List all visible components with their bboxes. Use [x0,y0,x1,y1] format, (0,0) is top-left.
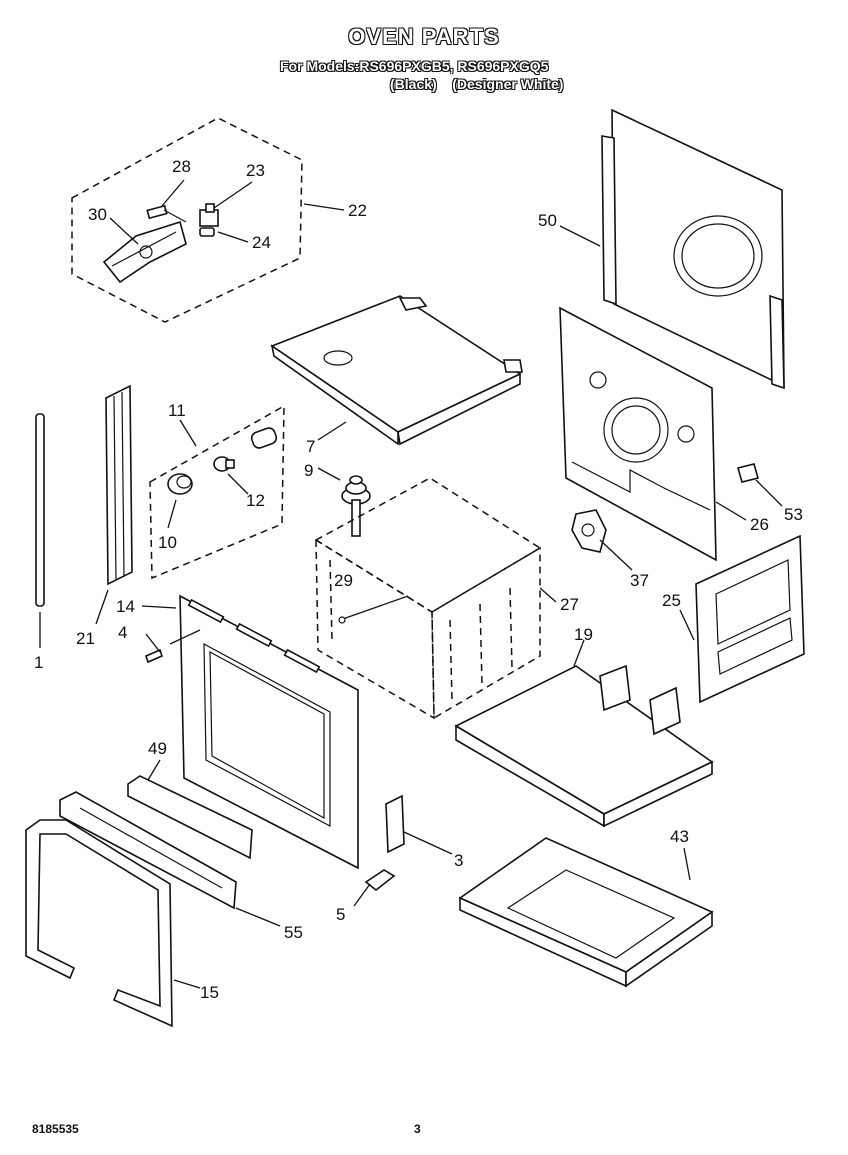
part-43-tray [458,837,714,988]
callout-1: 1 [34,653,43,672]
control-components-group [71,117,303,323]
part-25-side-panel [695,534,805,704]
page-title: OVEN PARTS [348,24,500,49]
part-26-back-frame [559,306,717,562]
callout-49: 49 [148,739,167,758]
callout-26: 26 [750,515,769,534]
part-11-switch [250,427,278,449]
callout-9: 9 [304,461,313,480]
part-3-bracket [385,794,405,854]
callout-23: 23 [246,161,265,180]
callout-14: 14 [116,597,135,616]
callout-37: 37 [630,571,649,590]
part-19-bottom-panel [454,664,714,828]
callout-53: 53 [784,505,803,524]
part-14-front-frame [179,594,359,870]
models-line: For Models:RS696PXGB5, RS696PXGQ5 [280,58,549,74]
callout-4: 4 [118,623,127,642]
part-49-trim [127,775,253,860]
callout-12: 12 [246,491,265,510]
callout-21: 21 [76,629,95,648]
callout-15: 15 [200,983,219,1002]
part-37-gasket [571,509,607,553]
part-10-knob [167,473,193,495]
callout-25: 25 [662,591,681,610]
part-4-screw [145,648,163,664]
callout-11: 11 [168,401,186,420]
leader-lines [39,179,783,989]
part-15-gasket [25,819,173,1028]
callout-10: 10 [158,533,177,552]
part-28-switch [146,204,187,223]
callout-3: 3 [454,851,463,870]
callout-29: 29 [334,571,353,590]
part-29-rod [338,595,409,624]
callout-labels: 28 23 30 22 24 50 7 11 9 12 10 21 1 14 4… [34,157,803,1002]
knob-group [149,404,285,580]
callout-19: 19 [574,625,593,644]
callout-50: 50 [538,211,557,230]
part-27-oven-liner [314,477,542,720]
part-53-clip [737,463,759,483]
page-number: 3 [414,1122,421,1136]
callout-22: 22 [348,201,367,220]
callout-7: 7 [306,437,315,456]
callout-24: 24 [252,233,271,252]
part-12-bezel [213,456,235,472]
part-5-bracket [364,869,396,892]
colors-line: (Black) (Designer White) [390,76,564,92]
callout-30: 30 [88,205,107,224]
callout-28: 28 [172,157,191,176]
part-23-terminal [199,203,219,227]
part-30-bracket [102,220,187,284]
part-7-top-panel [270,295,523,446]
part-24-connector [199,227,215,237]
part-9-sensor [341,475,371,537]
document-number: 8185535 [32,1122,79,1136]
part-50-rear-panel [601,108,785,390]
callout-5: 5 [336,905,345,924]
callout-55: 55 [284,923,303,942]
callout-43: 43 [670,827,689,846]
part-21-side-channel [105,384,133,586]
callout-27: 27 [560,595,579,614]
part-55-vent [59,791,237,910]
part-1-side-trim [35,413,45,607]
